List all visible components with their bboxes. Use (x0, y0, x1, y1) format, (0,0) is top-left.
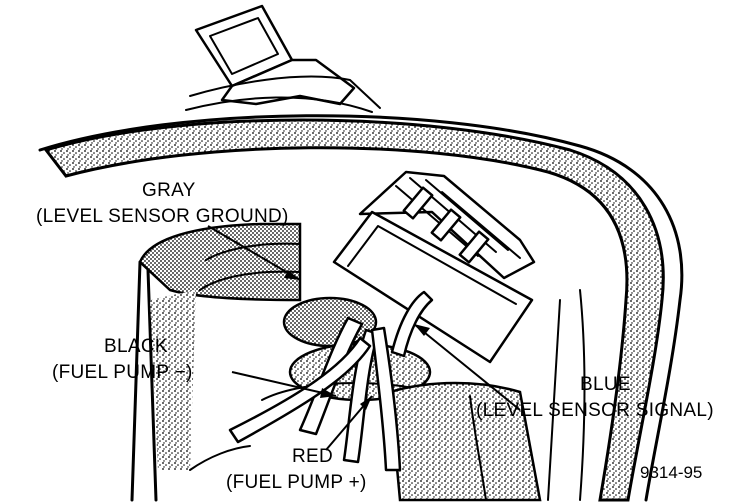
top-connector (185, 4, 381, 113)
blue-description: (LEVEL SENSOR SIGNAL) (476, 400, 714, 421)
wire-bundle (228, 290, 434, 472)
tank-rim (38, 114, 684, 502)
gray-label: GRAY (142, 180, 196, 201)
wire-connector (332, 170, 536, 364)
leader-lines (207, 225, 521, 451)
blue-label: BLUE (580, 374, 631, 395)
red-description: (FUEL PUMP +) (226, 472, 367, 493)
black-description: (FUEL PUMP −) (52, 362, 193, 383)
gray-description: (LEVEL SENSOR GROUND) (36, 206, 289, 227)
black-label: BLACK (104, 336, 168, 357)
figure-number: 9314-95 (640, 463, 702, 482)
red-label: RED (292, 446, 333, 467)
